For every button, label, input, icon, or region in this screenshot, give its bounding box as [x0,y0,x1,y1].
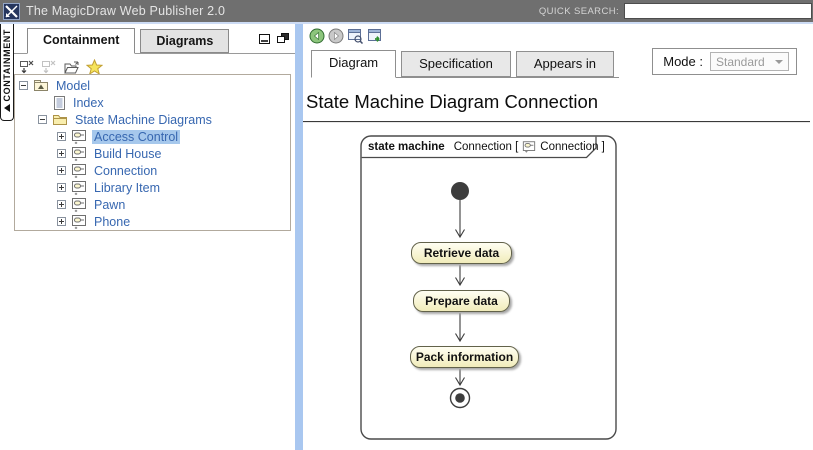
mode-value: Standard [716,54,765,69]
frame-name: Connection [ [453,141,519,153]
mode-dropdown[interactable]: Standard [710,52,789,71]
cascade-windows-icon[interactable] [277,33,289,44]
state-machine-diagram-icon [72,197,86,212]
chevron-down-icon [775,59,783,64]
tree-item-model[interactable]: Model [15,77,290,94]
tree-item-label[interactable]: Index [73,95,104,110]
state-retrieve-data[interactable]: Retrieve data [411,242,512,264]
index-document-icon [54,95,65,110]
quick-search-label: QUICK SEARCH: [538,5,619,17]
back-icon[interactable] [309,28,325,44]
expand-expander-icon[interactable] [57,132,66,141]
open-in-new-window-icon[interactable] [367,28,384,44]
tree-item-label[interactable]: Access Control [92,129,181,144]
navigation-toolbar [309,28,384,44]
collapse-expander-icon[interactable] [38,115,47,124]
tab-diagram[interactable]: Diagram [311,50,397,78]
tab-specification[interactable]: Specification [401,51,511,77]
state-machine-diagram-icon [72,214,86,229]
tree-item-connection[interactable]: Connection [15,162,290,179]
panel-divider[interactable] [295,24,303,450]
state-machine-diagram-icon [72,129,86,144]
header-accent-line [0,22,813,24]
folder-icon [53,114,67,125]
expand-expander-icon[interactable] [57,183,66,192]
tree-item-library-item[interactable]: Library Item [15,179,290,196]
expand-expander-icon[interactable] [57,166,66,175]
state-machine-diagram-icon [72,180,86,195]
magicdraw-logo-icon [3,2,20,20]
mode-selector: Mode : Standard [652,48,797,75]
tree-toolbar [19,59,103,75]
tree-item-access-control[interactable]: Access Control [15,128,290,145]
containment-panel: Containment Diagrams [14,24,295,450]
tree-item-label[interactable]: Model [56,78,91,93]
expand-expander-icon[interactable] [57,217,66,226]
state-label: Pack information [415,350,514,364]
tree-item-label[interactable]: Build House [94,146,162,161]
sidebar-collapse-label: CONTAINMENT [1,29,12,102]
page-title: State Machine Diagram Connection [306,91,599,112]
frame-header-label: state machine Connection [ Connection ] [368,139,605,155]
content-panel: Diagram Specification Appears in Mode : … [303,24,813,450]
tree-item-phone[interactable]: Phone [15,213,290,230]
state-machine-diagram-icon [523,141,536,153]
tree-item-index[interactable]: Index [15,94,290,111]
tree-item-state-machine-diagrams[interactable]: State Machine Diagrams [15,111,290,128]
tree-item-label[interactable]: Library Item [94,180,160,195]
tree-item-label[interactable]: Phone [94,214,131,229]
tab-appears-in[interactable]: Appears in [515,51,614,77]
expand-expander-icon[interactable] [57,200,66,209]
collapse-all-disabled-icon [42,60,56,74]
tree-item-pawn[interactable]: Pawn [15,196,290,213]
state-machine-diagram-icon [72,146,86,161]
diagram-frame [360,135,617,440]
app-title-bar: The MagicDraw Web Publisher 2.0 QUICK SE… [0,0,813,22]
state-prepare-data[interactable]: Prepare data [413,290,510,312]
state-pack-information[interactable]: Pack information [410,346,519,368]
tab-diagrams[interactable]: Diagrams [140,29,230,53]
tree-item-label[interactable]: Pawn [94,197,126,212]
containment-tree: Model Index State Machine Diagrams [14,74,291,231]
mode-label: Mode : [663,54,703,69]
select-in-tree-icon[interactable] [347,28,364,44]
sidebar-collapse-tab[interactable]: CONTAINMENT [0,24,14,121]
tab-containment[interactable]: Containment [27,28,136,54]
frame-name-pentagon [361,136,597,159]
tree-item-label[interactable]: State Machine Diagrams [75,112,212,127]
collapse-to-node-icon[interactable] [19,59,35,75]
tree-item-build-house[interactable]: Build House [15,145,290,162]
quick-search-input[interactable] [624,3,812,19]
expand-expander-icon[interactable] [57,149,66,158]
favorites-star-icon[interactable] [86,59,103,75]
tree-item-label[interactable]: Connection [94,163,158,178]
package-icon [34,80,48,91]
sidebar-tab-bar: Containment Diagrams [14,26,295,54]
frame-keyword: state machine [368,141,445,153]
state-label: Retrieve data [423,246,500,260]
open-folder-icon[interactable] [63,60,80,75]
content-tab-bar: Diagram Specification Appears in [311,50,619,78]
state-machine-diagram-canvas [360,135,617,440]
frame-diagram-ref: Connection ] [540,141,605,153]
title-divider [303,121,810,123]
app-title: The MagicDraw Web Publisher 2.0 [26,4,226,18]
initial-state-node[interactable] [451,182,469,200]
forward-icon[interactable] [328,28,344,44]
collapse-left-arrow-icon [4,104,10,113]
final-state-inner-dot [455,393,465,403]
state-label: Prepare data [425,294,498,308]
collapse-expander-icon[interactable] [19,81,28,90]
state-machine-diagram-icon [72,163,86,178]
minimize-panel-icon[interactable] [259,33,270,44]
